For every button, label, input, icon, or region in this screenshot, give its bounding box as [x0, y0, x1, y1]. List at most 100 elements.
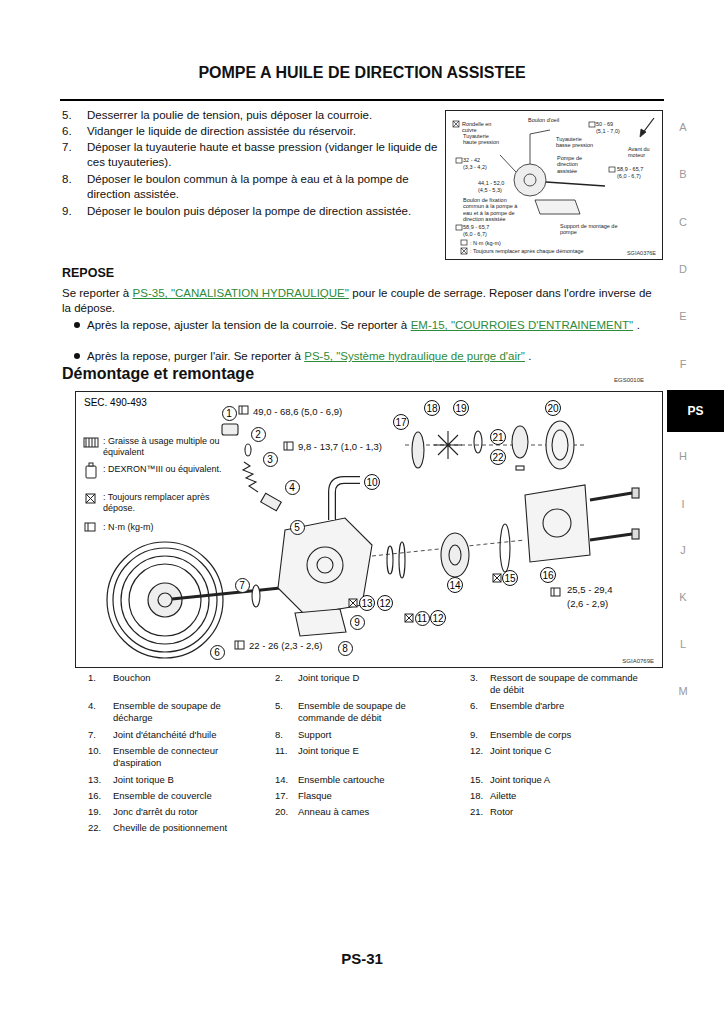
symbol-icon: [235, 641, 244, 649]
section-tab: PS: [667, 390, 724, 432]
symbol-icon: [242, 406, 243, 414]
pulley: [158, 593, 172, 607]
small-figure-icon: [453, 121, 459, 127]
pump-parts: [332, 480, 360, 520]
part-number: 8.: [275, 729, 297, 741]
symbol-icon: [86, 494, 95, 503]
part-number: 3.: [470, 672, 492, 684]
paragraph-text: Après la repose, purger l'air. Se report…: [87, 350, 301, 362]
callout-number: 20: [547, 403, 558, 414]
callout-circle: 7: [235, 578, 250, 593]
step-number: 8.: [62, 172, 84, 187]
callout-circle: 14: [447, 577, 463, 593]
part-name: Joint torique E: [298, 745, 453, 757]
callout-circle: 11: [415, 611, 430, 626]
callout-circle: 22: [490, 449, 506, 465]
side-index-letter: C: [676, 216, 690, 228]
pump-parts: [332, 480, 360, 520]
step-text: Déposer la tuyauterie haute et basse pre…: [87, 140, 439, 170]
step-text: Desserrer la poulie de tension, puis dép…: [87, 108, 439, 123]
callout-circle: 21: [490, 429, 506, 445]
side-index-letter: M: [676, 685, 690, 697]
part-number: 19.: [88, 806, 110, 818]
figure-code: SGIA0769E: [622, 658, 654, 664]
step-number: 6.: [62, 124, 84, 139]
figure-callout: 50 - 69: [596, 121, 626, 127]
torque-value: 49,0 - 68,6 (5,0 - 6,9): [252, 406, 343, 417]
callout-circle: 1: [222, 406, 237, 421]
callout-number: 14: [449, 580, 460, 591]
callout-number: 12: [379, 598, 390, 609]
torque-value: 22 - 26 (2,3 - 2,6): [248, 640, 323, 651]
callout-number: 5: [294, 522, 300, 533]
bullet-dot: [74, 353, 80, 359]
symbol-icon: [85, 523, 95, 531]
small-figure-icon: [461, 240, 467, 245]
part-number: 13.: [88, 774, 110, 786]
legend-entry: : N·m (kg-m): [470, 240, 620, 246]
pump-parts: [441, 533, 469, 577]
callout-circle: 18: [424, 400, 440, 416]
part-name: Ensemble de soupape de commande de débit: [298, 700, 453, 724]
callout-number: 17: [395, 417, 406, 428]
pulley: [129, 564, 201, 636]
torque-value: 9,8 - 13,7 (1,0 - 1,3): [297, 441, 383, 452]
side-index-letter: J: [676, 544, 690, 556]
pump-parts: [516, 466, 524, 470]
small-figure-icon: [609, 167, 615, 172]
symbol-icon: [84, 438, 98, 447]
symbol-icon: [405, 614, 413, 622]
callout-number: 19: [455, 403, 466, 414]
part-name: Bouchon: [113, 672, 253, 684]
legend-entry: : Toujours remplacer après dépose.: [103, 492, 228, 514]
symbol-icon: [493, 574, 501, 582]
callout-circle: 12: [430, 610, 446, 626]
pump-parts: [500, 524, 510, 572]
step-text: Déposer le boulon puis déposer la pompe …: [87, 204, 439, 219]
pump-parts: [412, 432, 424, 468]
pump-parts: [590, 534, 632, 540]
pump-parts: [172, 421, 639, 636]
side-index-letter: L: [676, 638, 690, 650]
small-figure-icon: [453, 121, 459, 127]
small-figure-icon: [461, 248, 467, 254]
page-number: PS-31: [0, 950, 724, 967]
part-name: Cheville de positionnement: [113, 822, 253, 834]
part-name: Joint torique A: [490, 774, 650, 786]
side-index-letter: I: [676, 498, 690, 510]
figure-callout: (6,0 - 6,7): [617, 173, 652, 179]
pump-parts: [252, 585, 260, 607]
callout-circle: 9: [350, 615, 365, 630]
pump-parts: [387, 546, 393, 574]
legend-entry: : N·m (kg-m): [103, 522, 228, 533]
part-number: 2.: [275, 672, 297, 684]
part-number: 17.: [275, 790, 297, 802]
part-number: 12.: [470, 745, 492, 757]
small-figure-icon: [456, 225, 462, 230]
small-figure-illustration: [640, 129, 646, 137]
part-name: Flasque: [298, 790, 453, 802]
part-name: Ensemble de connecteur d'aspiration: [113, 745, 253, 769]
pump-parts: [278, 518, 372, 615]
figure-callout: 58,9 - 65,7: [463, 224, 498, 230]
section-reference: SEC. 490-493: [84, 397, 147, 408]
pulley: [113, 548, 217, 652]
legend-entry: : Graisse à usage multiple ou équivalent: [103, 436, 228, 458]
callout-circle: 4: [285, 480, 300, 495]
part-name: Jonc d'arrêt du rotor: [113, 806, 253, 818]
callout-circle: 3: [263, 452, 278, 467]
part-name: Joint torique D: [298, 672, 453, 684]
side-index-letter: B: [676, 168, 690, 180]
callout-number: 6: [214, 647, 220, 658]
pump-parts: [543, 509, 571, 537]
symbol-icon: [86, 494, 95, 503]
part-name: Ensemble de corps: [490, 729, 650, 741]
pump-parts: [552, 430, 568, 460]
pulley: [121, 556, 209, 644]
callout-number: 15: [504, 573, 515, 584]
symbol-icon: [551, 588, 560, 596]
side-index-letter: A: [676, 121, 690, 133]
part-name: Ensemble d'arbre: [490, 700, 650, 712]
part-name: Support: [298, 729, 453, 741]
callout-circle: 5: [290, 520, 305, 535]
